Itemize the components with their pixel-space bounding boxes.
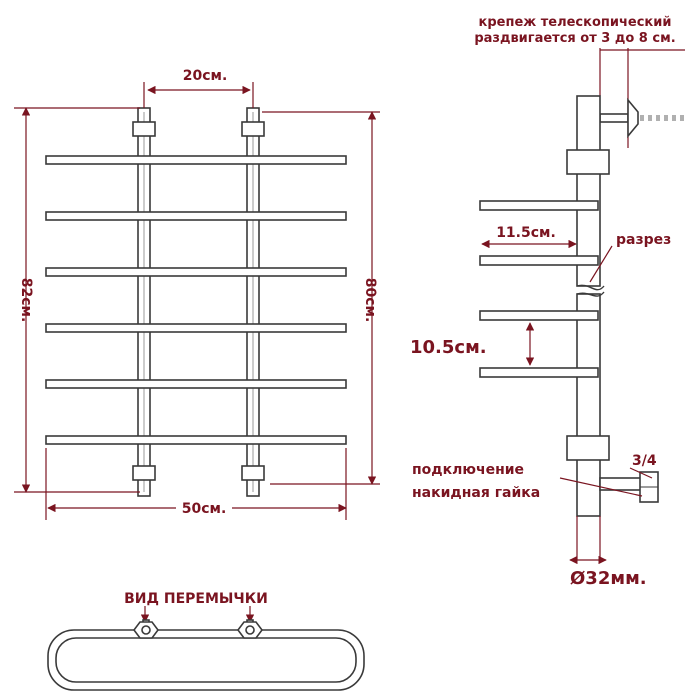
spacing-label: 10.5см. — [410, 337, 487, 358]
side-view: крепеж телескопический раздвигается от 3… — [410, 15, 685, 589]
towel-bar-1 — [45, 155, 347, 165]
nut-top-left — [132, 121, 156, 137]
pipe-diameter-label: Ø32мм. — [570, 568, 647, 589]
width-top-label: 20см. — [183, 68, 228, 84]
towel-bar-4 — [45, 323, 347, 333]
mount-label-line1: крепеж телескопический — [479, 15, 672, 30]
jumper-view-label: ВИД ПЕРЕМЫЧКИ — [124, 591, 268, 607]
width-bottom-label: 50см. — [182, 501, 227, 517]
connection-label-line1: подключение — [412, 462, 524, 478]
nut-top-right — [241, 121, 265, 137]
thread-label: 3/4 — [632, 453, 657, 469]
side-bar-3 — [479, 310, 599, 321]
jumper-inner — [55, 637, 357, 683]
mount-label-line2: раздвигается от 3 до 8 см. — [474, 31, 675, 46]
side-bar-4 — [479, 367, 599, 378]
towel-bar-6 — [45, 435, 347, 445]
jumper-view: ВИД ПЕРЕМЫЧКИ — [47, 591, 365, 691]
nut-bottom-right — [241, 465, 265, 481]
towel-bar-5 — [45, 379, 347, 389]
towel-bar-2 — [45, 211, 347, 221]
nut-bottom-left — [132, 465, 156, 481]
cut-label: разрез — [616, 232, 671, 248]
height-left-label: 82см. — [18, 278, 34, 323]
height-right-label: 80см. — [362, 278, 378, 323]
side-bar-2 — [479, 255, 599, 266]
shelf-depth-label: 11.5см. — [496, 225, 556, 241]
side-bar-1 — [479, 200, 599, 211]
connection-label-line2: накидная гайка — [412, 485, 540, 501]
front-view: 20см. 82см. 80см. 50см. — [14, 68, 380, 520]
towel-bar-3 — [45, 267, 347, 277]
